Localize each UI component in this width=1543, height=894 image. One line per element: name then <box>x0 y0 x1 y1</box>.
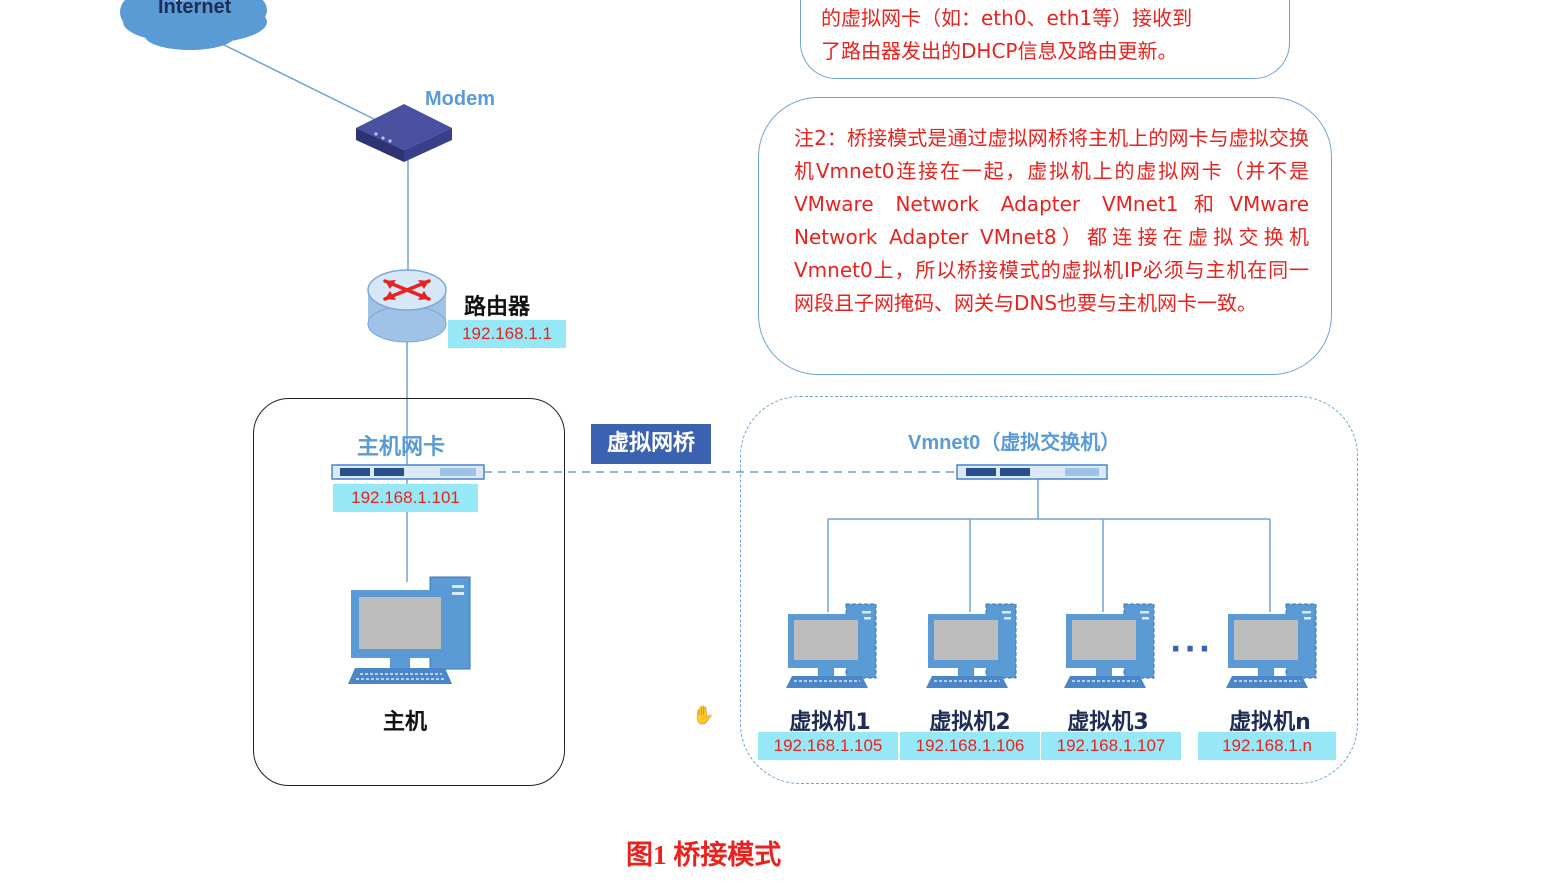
vm-computer-icon <box>1064 603 1155 688</box>
vswitch-icon <box>956 464 1108 480</box>
modem-label: Modem <box>425 88 495 110</box>
ellipsis: ··· <box>1170 632 1214 667</box>
internet-label: Internet <box>158 0 232 18</box>
host-label: 主机 <box>383 710 428 735</box>
hand-cursor-icon: ✋ <box>692 705 715 726</box>
vm-label: 虚拟机3 <box>1067 710 1149 735</box>
note-1-line-2: 了路由器发出的DHCP信息及路由更新。 <box>821 39 1178 63</box>
vm-ip: 192.168.1.105 <box>758 732 898 760</box>
vm-label: 虚拟机1 <box>789 710 871 735</box>
cloud-icon <box>120 0 267 50</box>
vm-computer-icon <box>1226 603 1317 688</box>
router-ip: 192.168.1.1 <box>448 320 566 348</box>
router-icon <box>367 269 447 343</box>
note-1-line-1: 的虚拟网卡（如：eth0、eth1等）接收到 <box>821 6 1193 30</box>
note-1: 的虚拟网卡（如：eth0、eth1等）接收到 了路由器发出的DHCP信息及路由更… <box>800 0 1290 79</box>
vm-label: 虚拟机2 <box>929 710 1011 735</box>
host-nic-ip: 192.168.1.101 <box>333 484 478 512</box>
vm-computer-icon <box>786 603 877 688</box>
host-frame <box>253 398 565 786</box>
vm-ip: 192.168.1.106 <box>900 732 1040 760</box>
vm-ip: 192.168.1.107 <box>1041 732 1181 760</box>
vm-label: 虚拟机n <box>1229 710 1311 735</box>
modem-icon <box>356 104 452 162</box>
host-nic-icon <box>331 464 485 480</box>
vm-computer-icon <box>926 603 1017 688</box>
bridge-label: 虚拟网桥 <box>591 424 711 464</box>
host-nic-label: 主机网卡 <box>357 434 446 459</box>
link-internet-modem <box>209 37 381 123</box>
figure-caption: 图1 桥接模式 <box>626 840 782 870</box>
note-2: 注2：桥接模式是通过虚拟网桥将主机上的网卡与虚拟交换机Vmnet0连接在一起，虚… <box>758 97 1332 375</box>
vm-ip: 192.168.1.n <box>1198 732 1336 760</box>
virtual-network-frame <box>740 396 1358 784</box>
host-computer-icon <box>348 576 471 684</box>
note-2-text: 注2：桥接模式是通过虚拟网桥将主机上的网卡与虚拟交换机Vmnet0连接在一起，虚… <box>794 126 1309 315</box>
vswitch-label: Vmnet0（虚拟交换机） <box>908 432 1121 454</box>
router-label: 路由器 <box>464 295 531 320</box>
